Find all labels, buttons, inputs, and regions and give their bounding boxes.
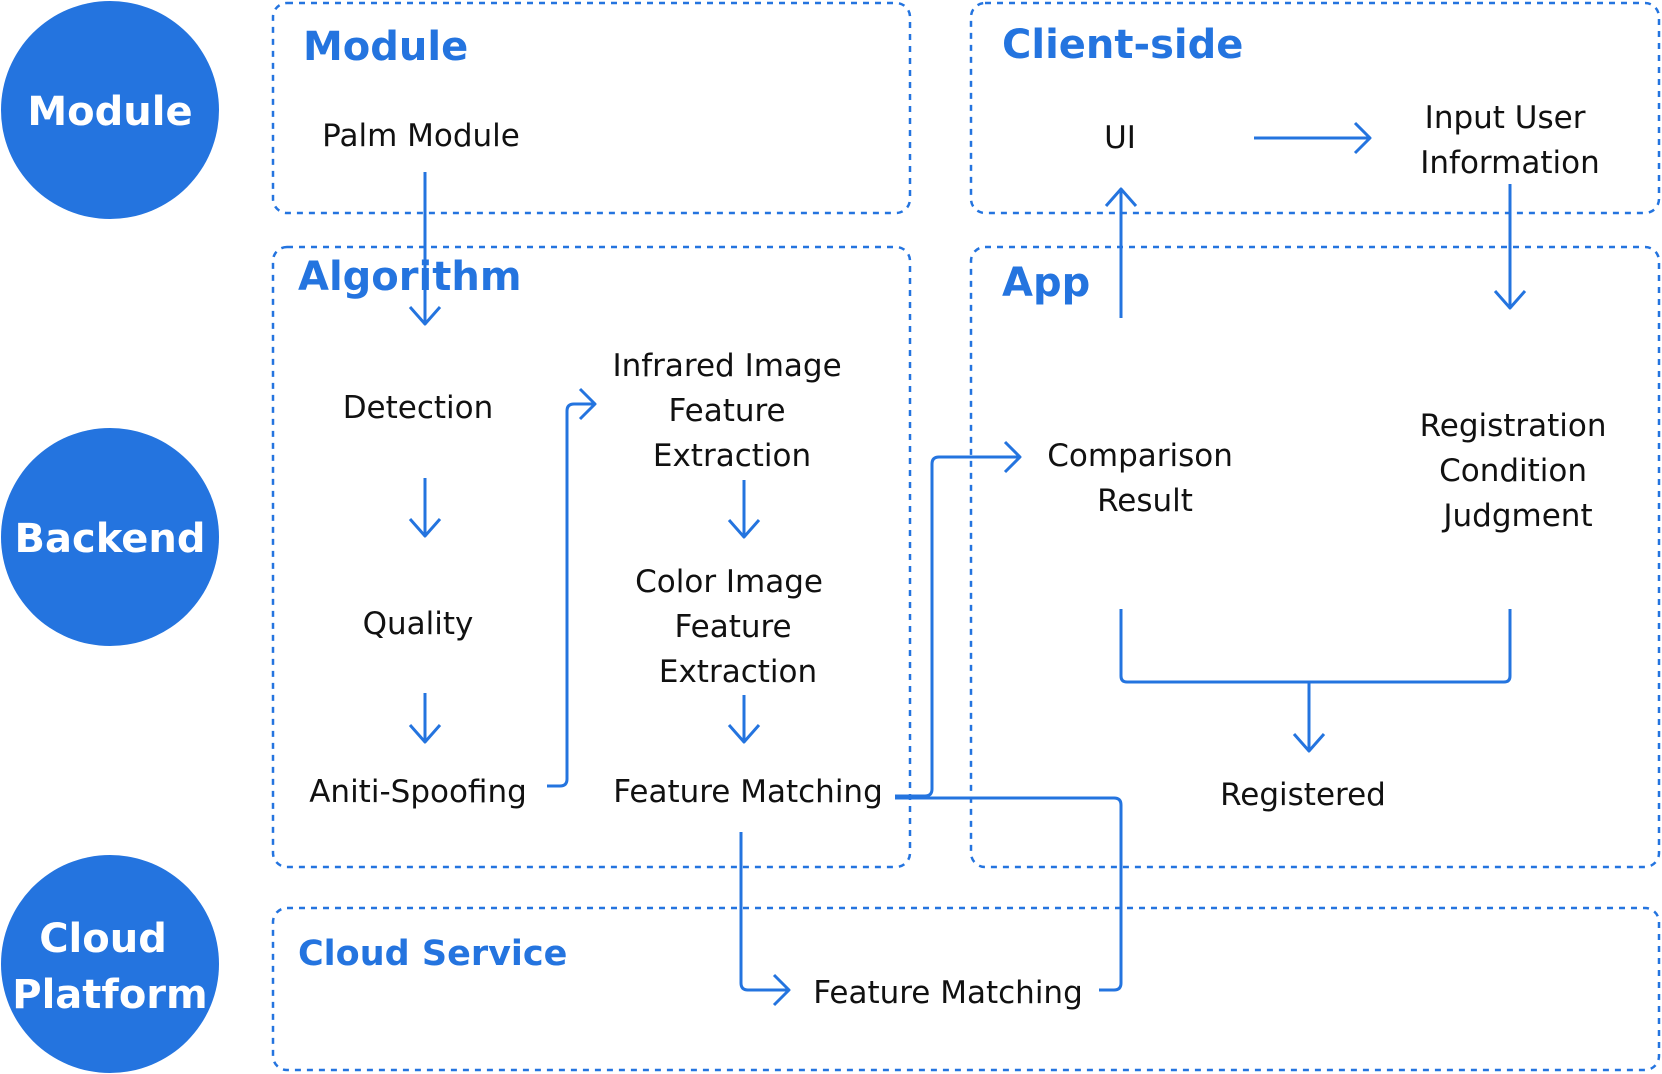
module-layer-circle [1,1,219,219]
palm-module-node: Palm Module [322,118,520,154]
feature-matching-to-comparison-arrow [895,440,1022,798]
algorithm-group-title: Algorithm [298,254,522,300]
feature-matching-to-cloud-arrow [739,832,791,1007]
app-group-box [969,245,1661,869]
module-group-box [271,1,912,215]
comparison-to-ui-arrow [1104,187,1138,318]
registered-node: Registered [1220,777,1386,813]
color-feature-extraction-node: Color Image Feature Extraction [635,564,833,690]
ui-node: UI [1104,120,1136,156]
color-to-feature-matching-arrow [727,695,761,744]
cloud-layer-circle [1,855,219,1073]
module-layer-label: Module [27,89,192,135]
client-side-group-box [969,1,1661,215]
cloud-matching-to-comparison-line [895,796,1123,992]
algorithm-group-box [271,245,912,869]
quality-to-anti-spoofing-arrow [408,693,442,744]
ui-to-input-user-arrow [1254,121,1372,155]
infrared-to-color-arrow [727,480,761,539]
anti-spoofing-node: Aniti-Spoofing [309,774,527,810]
input-user-to-registration-arrow [1493,184,1527,310]
cloud-service-group-title: Cloud Service [298,934,567,974]
module-group-title: Module [303,24,468,70]
merge-to-registered-arrow [1119,609,1512,753]
input-user-information-node: Input User Information [1420,100,1599,181]
cloud-layer-label: Cloud Platform [12,916,207,1018]
palm-to-detection-arrow [408,172,442,326]
cloud-feature-matching-node: Feature Matching [813,975,1083,1011]
feature-matching-node: Feature Matching [613,774,883,810]
infrared-feature-extraction-node: Infrared Image Feature Extraction [612,348,851,474]
quality-node: Quality [363,606,474,642]
comparison-result-node: Comparison Result [1047,438,1242,519]
detection-to-quality-arrow [408,478,442,538]
registration-condition-judgment-node: Registration Condition Judgment [1420,408,1617,534]
anti-spoofing-to-infrared-arrow [547,387,597,788]
app-group-title: App [1002,260,1090,306]
client-side-group-title: Client-side [1002,22,1243,68]
backend-layer-circle [1,428,219,646]
detection-node: Detection [343,390,494,426]
backend-layer-label: Backend [15,516,206,562]
